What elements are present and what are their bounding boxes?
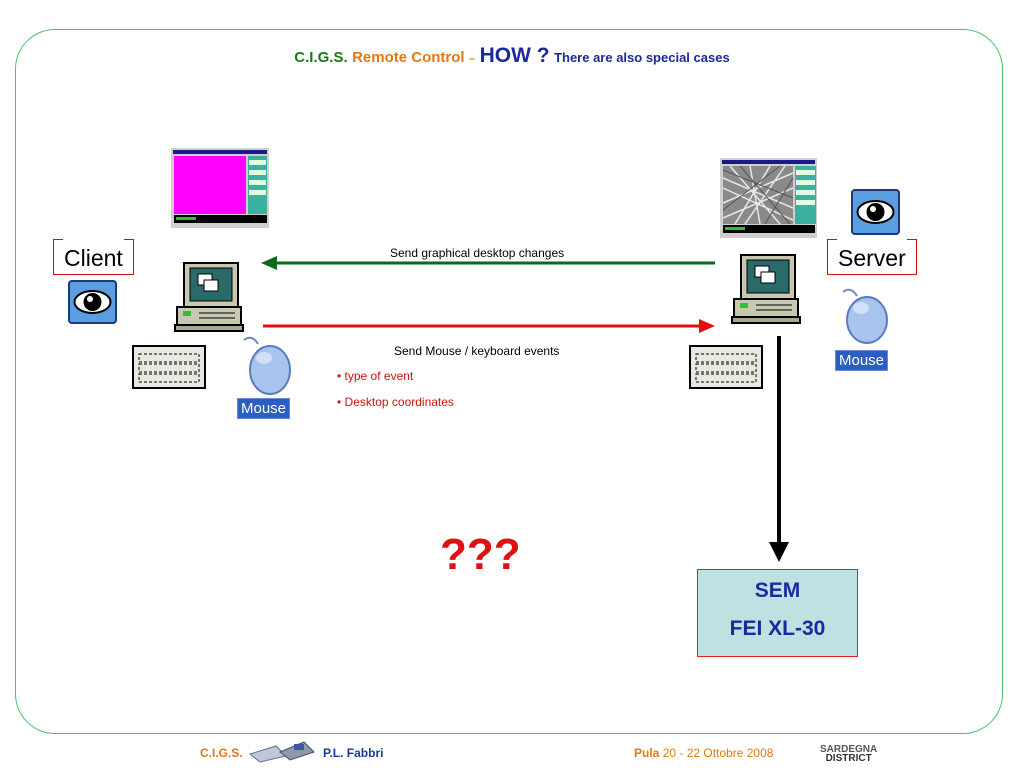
title-org: C.I.G.S. bbox=[294, 49, 348, 66]
server-mouse-label: Mouse bbox=[835, 350, 889, 371]
footer-place: Pula bbox=[634, 746, 660, 760]
slide-title: C.I.G.S. Remote Control – HOW ? There ar… bbox=[0, 44, 1024, 68]
desktop-changes-arrowhead bbox=[261, 256, 277, 270]
eye-icon bbox=[851, 189, 900, 235]
title-dash: – bbox=[469, 53, 476, 65]
footer-event: Pula 20 - 22 Ottobre 2008 bbox=[634, 746, 773, 760]
logo-line-1: SARDEGNA bbox=[820, 744, 878, 755]
server-label: Server bbox=[827, 239, 917, 275]
sem-model: FEI XL-30 bbox=[729, 617, 826, 640]
server-to-sem-arrow bbox=[769, 336, 789, 562]
eye-icon bbox=[68, 280, 117, 324]
events-arrowhead bbox=[699, 319, 715, 333]
sem-box: SEM FEI XL-30 bbox=[697, 569, 858, 657]
client-desktop-screenshot bbox=[171, 148, 269, 228]
server-mouse-icon bbox=[842, 288, 888, 344]
bullet-event-type: • type of event bbox=[337, 369, 414, 383]
client-mouse-label: Mouse bbox=[237, 398, 291, 419]
title-topic: Remote Control bbox=[352, 49, 465, 66]
title-how: HOW ? bbox=[479, 44, 550, 67]
title-subtitle: There are also special cases bbox=[554, 50, 730, 65]
client-label: Client bbox=[53, 239, 134, 275]
footer-org: C.I.G.S. bbox=[200, 746, 243, 760]
footer-sardegna-logo: SARDEGNA DISTRICT bbox=[820, 744, 878, 764]
footer-dates: 20 - 22 Ottobre 2008 bbox=[662, 746, 774, 760]
connection-arrows bbox=[261, 256, 715, 333]
footer-laptops-logo bbox=[248, 741, 315, 763]
client-keyboard-icon bbox=[132, 345, 206, 389]
sem-title: SEM bbox=[754, 579, 801, 602]
slide-frame bbox=[15, 29, 1003, 734]
server-keyboard-icon bbox=[689, 345, 763, 389]
client-mouse-icon bbox=[243, 336, 291, 395]
bullet-desktop-coords: • Desktop coordinates bbox=[337, 395, 454, 409]
events-label: Send Mouse / keyboard events bbox=[394, 344, 560, 358]
logo-line-2: DISTRICT bbox=[825, 753, 872, 764]
server-desktop-screenshot bbox=[720, 158, 817, 238]
client-computer-icon bbox=[174, 262, 244, 332]
desktop-changes-label: Send graphical desktop changes bbox=[390, 246, 565, 260]
footer-author: P.L. Fabbri bbox=[323, 746, 384, 760]
question-marks: ??? bbox=[440, 530, 521, 579]
server-computer-icon bbox=[731, 254, 801, 324]
